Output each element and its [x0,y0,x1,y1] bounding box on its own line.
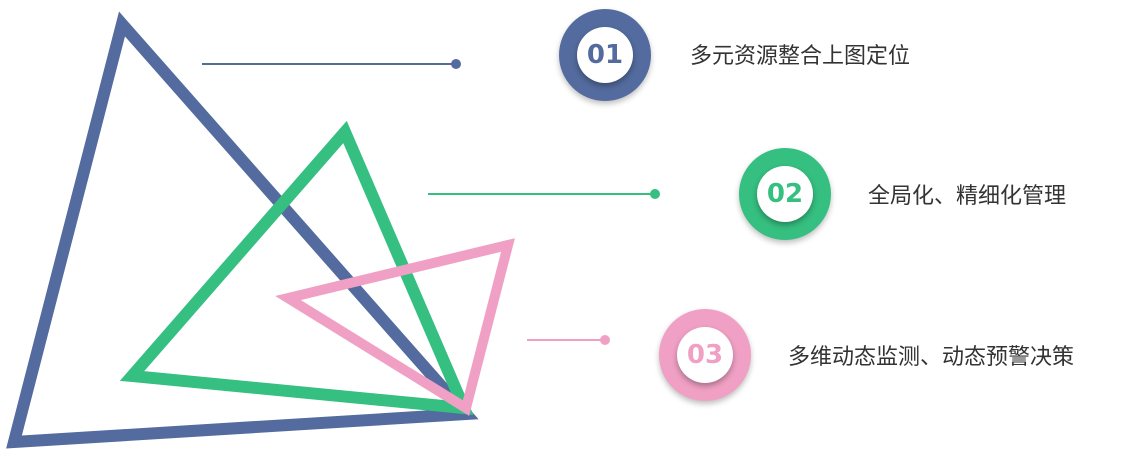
number-badge-1: 01 [559,9,651,101]
number-badge-3: 03 [659,309,751,401]
badge-number: 02 [757,166,813,222]
pink-triangle [275,238,515,416]
connector-dot-1 [451,59,461,69]
blue-triangle [6,11,479,449]
badge-number: 03 [677,327,733,383]
connector-dot-3 [600,335,610,345]
number-badge-2: 02 [739,148,831,240]
item-label-2: 全局化、精细化管理 [868,184,1067,209]
connector-dot-2 [650,189,660,199]
badge-number: 01 [577,27,633,83]
item-label-1: 多元资源整合上图定位 [690,44,911,69]
item-label-3: 多维动态监测、动态预警决策 [788,345,1075,370]
